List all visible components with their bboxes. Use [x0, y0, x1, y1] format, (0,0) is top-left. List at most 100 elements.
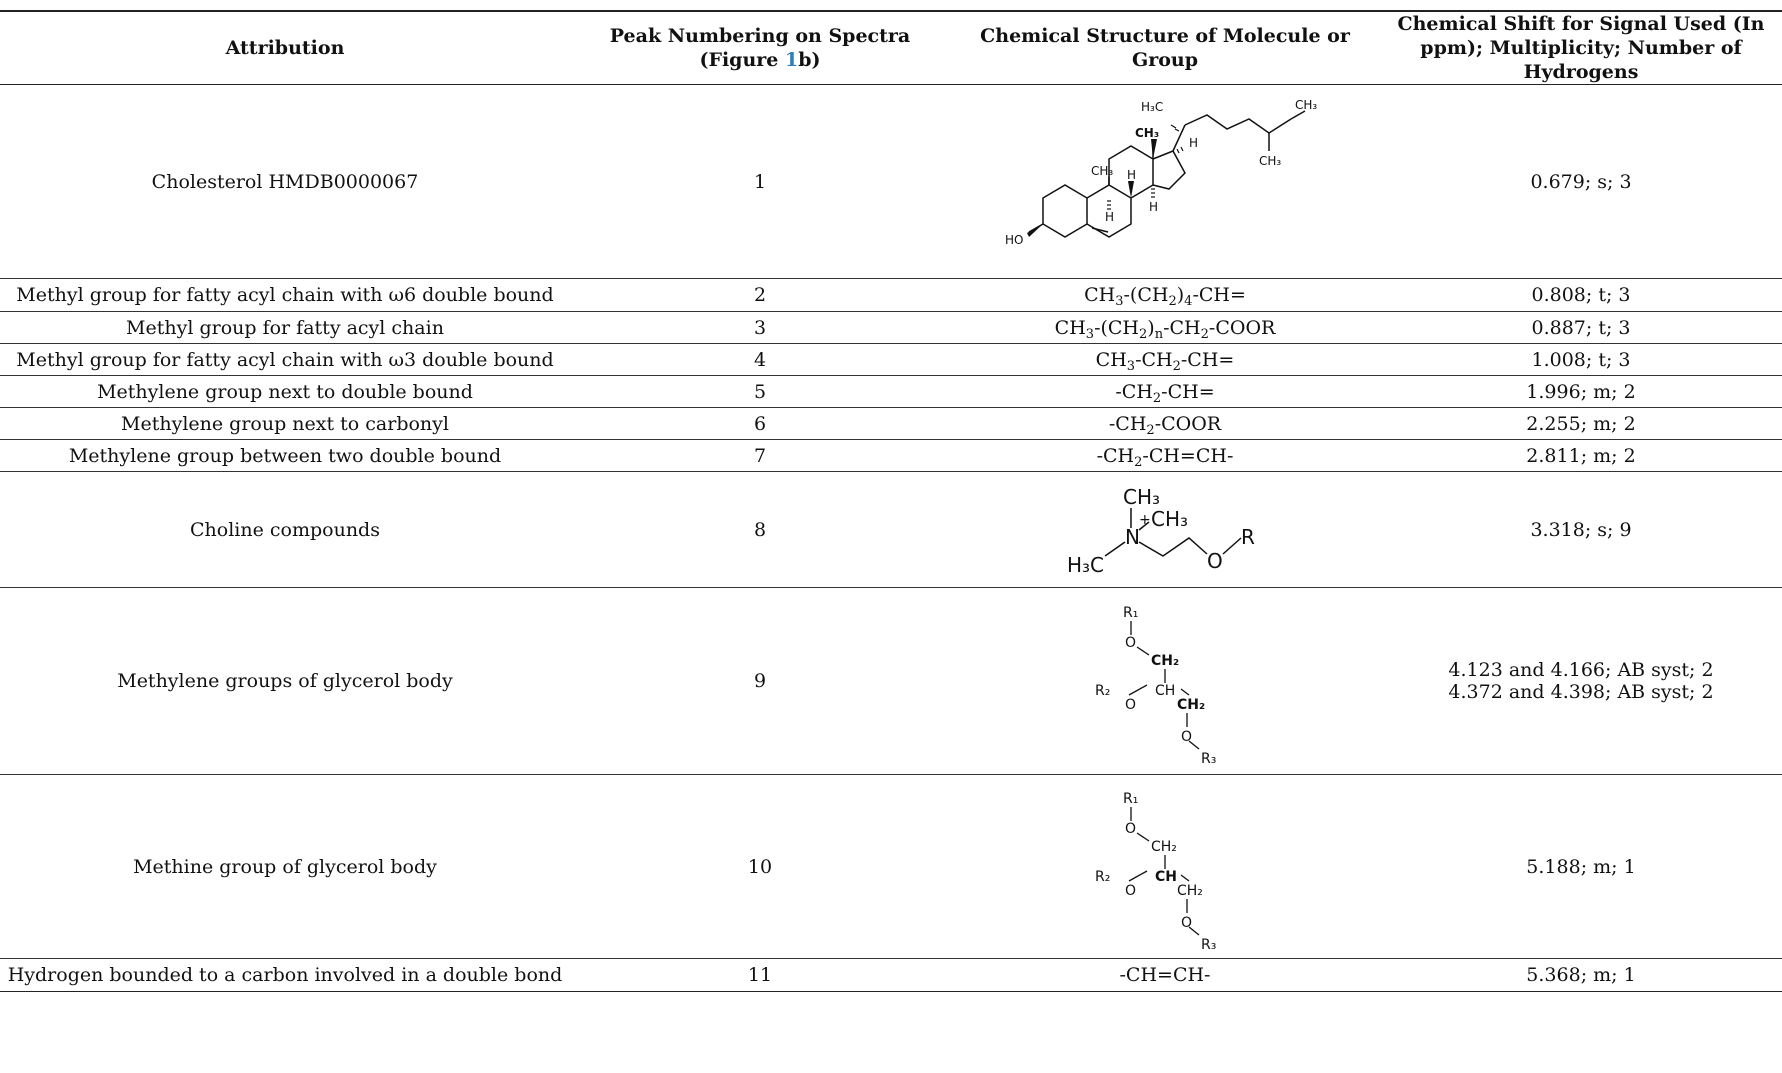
structure-cell: CH₃ CH₃ + N H₃C O R [950, 471, 1380, 588]
peak-cell: 4 [570, 343, 950, 376]
methyl-label: CH₃ [1259, 154, 1281, 168]
r2-label: R₂ [1095, 869, 1110, 885]
methine-label: CH [1155, 869, 1177, 885]
table-row: Methine group of glycerol body 10 R₁ [0, 774, 1782, 959]
attribution-cell: Methylene groups of glycerol body [0, 587, 570, 775]
attribution-cell: Choline compounds [0, 471, 570, 588]
table-row: Methylene group between two double bound… [0, 439, 1782, 472]
attribution-cell: Methyl group for fatty acyl chain with ω… [0, 343, 570, 376]
shift-cell: 2.255; m; 2 [1380, 407, 1782, 440]
attribution-cell: Methylene group next to double bound [0, 375, 570, 408]
oxygen-label: O [1181, 915, 1192, 931]
figure-link[interactable]: 1 [785, 49, 799, 71]
table-row: Cholesterol HMDB0000067 1 [0, 84, 1782, 279]
shift-line: 4.123 and 4.166; AB syst; 2 [1448, 659, 1714, 681]
peak-cell: 3 [570, 311, 950, 344]
charge-label: + [1139, 512, 1151, 528]
hydrogen-label: H [1127, 168, 1136, 182]
oxygen-label: O [1125, 883, 1136, 899]
table-row: Methylene groups of glycerol body 9 R₁ [0, 587, 1782, 775]
formula-cell: CH3-(CH2)n-CH2-COOR [950, 311, 1380, 344]
table-row: Methylene group next to carbonyl 6 -CH2-… [0, 407, 1782, 440]
table-row: Methyl group for fatty acyl chain with ω… [0, 343, 1782, 376]
methyl-label: CH₃ [1295, 98, 1317, 112]
formula-cell: -CH2-CH= [950, 375, 1380, 408]
methine-label: CH [1155, 683, 1175, 699]
r-group-label: R [1241, 525, 1255, 549]
methylene-label: CH₂ [1177, 697, 1205, 713]
oxygen-label: O [1207, 549, 1223, 573]
header-peak-numbering: Peak Numbering on Spectra (Figure 1b) [570, 10, 950, 85]
header-shift: Chemical Shift for Signal Used (In ppm);… [1380, 10, 1782, 85]
formula-cell: CH3-(CH2)4-CH= [950, 278, 1380, 312]
attribution-cell: Methyl group for fatty acyl chain [0, 311, 570, 344]
glycerol-structure-ch2: R₁ O CH₂ CH R₂ O CH₂ O R₃ [1095, 605, 1216, 767]
oxygen-label: O [1181, 729, 1192, 745]
peak-cell: 5 [570, 375, 950, 408]
methyl-label: CH₃ [1123, 485, 1160, 509]
table-row: Choline compounds 8 CH₃ CH₃ + N [0, 471, 1782, 588]
header-peak-line2-pre: (Figure [699, 49, 785, 71]
header-row: Attribution Peak Numbering on Spectra (F… [0, 10, 1782, 85]
hydrogen-label: H [1189, 136, 1198, 150]
glycerol-structure-ch: R₁ O CH₂ CH R₂ O CH₂ O R₃ [1095, 791, 1216, 953]
r1-label: R₁ [1123, 605, 1138, 621]
shift-cell: 1.996; m; 2 [1380, 375, 1782, 408]
r3-label: R₃ [1201, 937, 1216, 953]
attribution-cell: Methine group of glycerol body [0, 774, 570, 959]
methylene-label: CH₂ [1151, 839, 1177, 855]
methyl-label: CH₃ [1151, 507, 1188, 531]
header-attribution: Attribution [0, 10, 570, 85]
shift-cell: 0.887; t; 3 [1380, 311, 1782, 344]
shift-cell: 2.811; m; 2 [1380, 439, 1782, 472]
formula-cell: CH3-CH2-CH= [950, 343, 1380, 376]
nmr-assignment-table: Attribution Peak Numbering on Spectra (F… [0, 10, 1782, 992]
r1-label: R₁ [1123, 791, 1138, 807]
attribution-cell: Methyl group for fatty acyl chain with ω… [0, 278, 570, 312]
peak-cell: 6 [570, 407, 950, 440]
oxygen-label: O [1125, 635, 1136, 651]
peak-cell: 11 [570, 958, 950, 992]
peak-cell: 2 [570, 278, 950, 312]
table-row: Methyl group for fatty acyl chain with ω… [0, 278, 1782, 312]
shift-cell: 0.808; t; 3 [1380, 278, 1782, 312]
shift-cell: 3.318; s; 9 [1380, 471, 1782, 588]
attribution-cell: Hydrogen bounded to a carbon involved in… [0, 958, 570, 992]
formula-cell: -CH2-COOR [950, 407, 1380, 440]
methyl-label: H₃C [1067, 553, 1104, 577]
table-row: Methylene group next to double bound 5 -… [0, 375, 1782, 408]
peak-cell: 8 [570, 471, 950, 588]
attribution-cell: Methylene group next to carbonyl [0, 407, 570, 440]
header-peak-line2-post: b) [798, 49, 821, 71]
shift-line: 4.372 and 4.398; AB syst; 2 [1448, 681, 1714, 703]
structure-cell: H₃C CH₃ CH₃ CH₃ H CH₃ H H H HO [950, 84, 1380, 279]
methyl-label: H₃C [1141, 100, 1163, 114]
oxygen-label: O [1125, 697, 1136, 713]
shift-cell: 5.188; m; 1 [1380, 774, 1782, 959]
r3-label: R₃ [1201, 751, 1216, 767]
r2-label: R₂ [1095, 683, 1110, 699]
attribution-cell: Cholesterol HMDB0000067 [0, 84, 570, 279]
header-structure: Chemical Structure of Molecule or Group [950, 10, 1380, 85]
structure-cell: R₁ O CH₂ CH R₂ O CH₂ O R₃ [950, 774, 1380, 959]
methyl-label: CH₃ [1091, 164, 1113, 178]
choline-structure: CH₃ CH₃ + N H₃C O R [1067, 485, 1255, 577]
hydroxyl-label: HO [1005, 233, 1023, 247]
table-row: Hydrogen bounded to a carbon involved in… [0, 958, 1782, 992]
shift-cell: 0.679; s; 3 [1380, 84, 1782, 279]
cholesterol-structure: H₃C CH₃ CH₃ CH₃ H CH₃ H H H HO [1005, 98, 1317, 247]
shift-cell: 4.123 and 4.166; AB syst; 2 4.372 and 4.… [1380, 587, 1782, 775]
methylene-label: CH₂ [1177, 883, 1203, 899]
table-row: Methyl group for fatty acyl chain 3 CH3-… [0, 311, 1782, 344]
hydrogen-label: H [1105, 210, 1114, 224]
peak-cell: 9 [570, 587, 950, 775]
attribution-cell: Methylene group between two double bound [0, 439, 570, 472]
methylene-label: CH₂ [1151, 653, 1179, 669]
peak-cell: 7 [570, 439, 950, 472]
hydrogen-label: H [1149, 200, 1158, 214]
shift-cell: 5.368; m; 1 [1380, 958, 1782, 992]
peak-cell: 10 [570, 774, 950, 959]
header-peak-line1: Peak Numbering on Spectra [609, 25, 911, 47]
shift-cell: 1.008; t; 3 [1380, 343, 1782, 376]
structure-cell: R₁ O CH₂ CH R₂ O CH₂ O R₃ [950, 587, 1380, 775]
